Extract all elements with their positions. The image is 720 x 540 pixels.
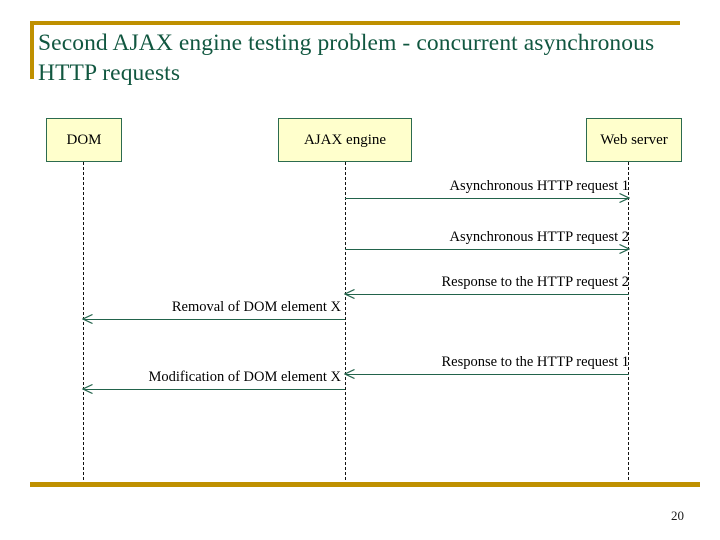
arrowhead-right-icon <box>619 193 630 203</box>
page-number: 20 <box>671 508 684 523</box>
arrowhead-left-icon <box>344 289 355 299</box>
lifeline-dom <box>83 162 84 485</box>
message-label: Asynchronous HTTP request 2 <box>449 229 629 246</box>
message-line <box>345 249 629 250</box>
lifeline-ajax-engine <box>345 162 346 485</box>
message-line <box>345 294 629 295</box>
page-title: Second AJAX engine testing problem - con… <box>38 30 655 87</box>
footer-rule <box>30 482 700 487</box>
message-line <box>83 319 345 320</box>
arrowhead-right-icon <box>619 244 630 254</box>
participant-box-ajax-engine[interactable]: AJAX engine <box>278 118 412 162</box>
message-label: Response to the HTTP request 1 <box>441 354 629 371</box>
participant-box-web-server[interactable]: Web server <box>586 118 682 162</box>
participant-box-dom[interactable]: DOM <box>46 118 122 162</box>
arrowhead-left-icon <box>82 314 93 324</box>
message-label: Asynchronous HTTP request 1 <box>449 178 629 195</box>
lifeline-web-server <box>628 162 629 485</box>
message-label: Modification of DOM element X <box>148 369 342 386</box>
message-line <box>345 198 629 199</box>
arrowhead-left-icon <box>344 369 355 379</box>
message-line <box>345 374 629 375</box>
title-left-accent-bar <box>30 21 34 79</box>
message-label: Removal of DOM element X <box>171 299 341 316</box>
title-top-rule <box>30 21 680 25</box>
message-line <box>83 389 345 390</box>
message-label: Response to the HTTP request 2 <box>441 274 629 291</box>
arrowhead-left-icon <box>82 384 93 394</box>
